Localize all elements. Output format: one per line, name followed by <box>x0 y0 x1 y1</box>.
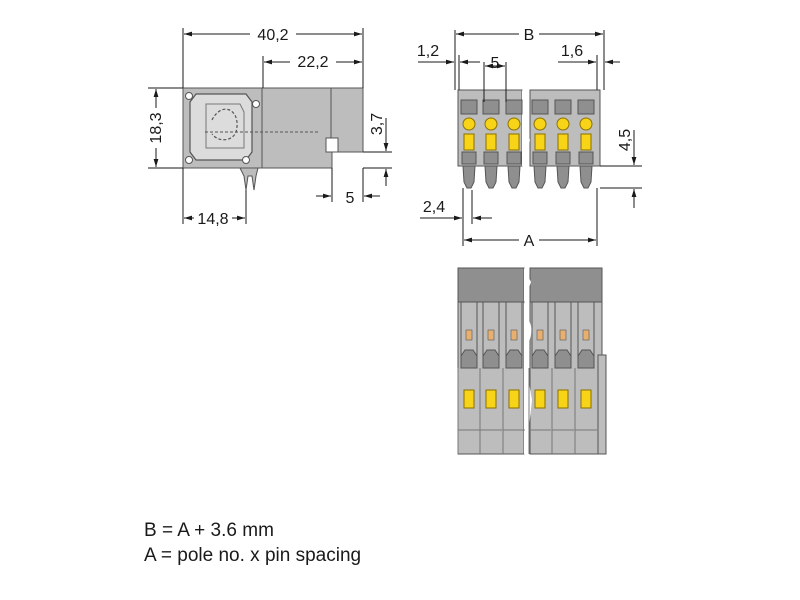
front-pole-opening <box>461 151 477 165</box>
front-pole-slot <box>554 99 572 115</box>
top-housing-left-header <box>457 267 525 303</box>
side-hole-br <box>242 156 250 164</box>
dim-1-6: 1,6 <box>561 43 583 60</box>
top-pole-clip <box>460 349 478 369</box>
front-pole-pin <box>533 165 547 189</box>
top-latch <box>597 354 607 455</box>
front-pole-actuator <box>462 117 476 131</box>
front-pole-slot <box>482 99 500 115</box>
side-hole-bl <box>185 156 193 164</box>
side-housing-rear <box>261 87 333 169</box>
top-pole-contact <box>582 329 590 341</box>
top-pole-clip <box>577 349 595 369</box>
front-pole-actuator <box>507 117 521 131</box>
front-view: B 1,2 5 1,6 4,5 2,4 A <box>417 24 642 250</box>
top-pole-contact <box>536 329 544 341</box>
top-pole-contact <box>487 329 495 341</box>
top-pole-actuator <box>580 389 592 409</box>
dim-5-side: 5 <box>346 190 355 207</box>
dim-2-4: 2,4 <box>423 199 445 216</box>
front-pole-clamp <box>557 133 569 151</box>
front-pole-actuator <box>533 117 547 131</box>
dim-40-2: 40,2 <box>257 27 288 44</box>
top-pole-clip <box>531 349 549 369</box>
dim-1-2: 1,2 <box>417 43 439 60</box>
top-pole-contact <box>510 329 518 341</box>
front-pole-actuator <box>556 117 570 131</box>
dim-22-2: 22,2 <box>297 54 328 71</box>
top-pole-actuator <box>508 389 520 409</box>
dim-A: A <box>524 233 535 250</box>
dim-B: B <box>524 27 535 44</box>
front-pole-pin <box>556 165 570 189</box>
top-pole-channel <box>460 301 478 357</box>
front-pole-opening <box>506 151 522 165</box>
top-pole-actuator <box>557 389 569 409</box>
front-pole-clamp <box>463 133 475 151</box>
front-pole-pin <box>484 165 498 189</box>
front-pole-pin <box>579 165 593 189</box>
top-pole-channel <box>531 301 549 357</box>
front-pole-actuator <box>484 117 498 131</box>
top-pole-clip <box>505 349 523 369</box>
top-housing-right-header <box>529 267 603 303</box>
front-pole-clamp <box>580 133 592 151</box>
side-view: 40,2 22,2 18,3 3,7 5 14,8 <box>146 24 392 228</box>
front-pole-pin <box>462 165 476 189</box>
side-latch <box>325 137 339 153</box>
dim-14-8: 14,8 <box>197 211 228 228</box>
formula-a: A = pole no. x pin spacing <box>144 545 362 566</box>
front-pole-opening <box>532 151 548 165</box>
top-pole-actuator <box>534 389 546 409</box>
top-pole-contact <box>559 329 567 341</box>
side-hole-tl <box>185 92 193 100</box>
front-pole-slot <box>531 99 549 115</box>
formula-b: B = A + 3.6 mm <box>144 520 274 541</box>
dim-18-3: 18,3 <box>148 112 165 143</box>
top-pole-clip <box>554 349 572 369</box>
front-pole-clamp <box>508 133 520 151</box>
top-pole-actuator <box>485 389 497 409</box>
side-hole-tr <box>252 100 260 108</box>
front-pole-actuator <box>579 117 593 131</box>
top-pole-channel <box>482 301 500 357</box>
top-pole-channel <box>577 301 595 357</box>
dim-4-5: 4,5 <box>617 129 634 151</box>
front-pole-clamp <box>485 133 497 151</box>
front-pole-slot <box>577 99 595 115</box>
dim-5-pitch: 5 <box>491 55 500 72</box>
side-pin <box>239 167 259 191</box>
top-pole-contact <box>465 329 473 341</box>
top-view <box>457 267 607 455</box>
front-pole-opening <box>555 151 571 165</box>
front-pole-slot <box>505 99 523 115</box>
front-pole-opening <box>578 151 594 165</box>
side-inner-outline <box>205 103 245 149</box>
front-pole-pin <box>507 165 521 189</box>
top-pole-channel <box>554 301 572 357</box>
top-pole-clip <box>482 349 500 369</box>
dim-3-7: 3,7 <box>369 113 386 135</box>
front-pole-clamp <box>534 133 546 151</box>
top-pole-channel <box>505 301 523 357</box>
top-pole-actuator <box>463 389 475 409</box>
front-pole-opening <box>483 151 499 165</box>
front-pole-slot <box>460 99 478 115</box>
